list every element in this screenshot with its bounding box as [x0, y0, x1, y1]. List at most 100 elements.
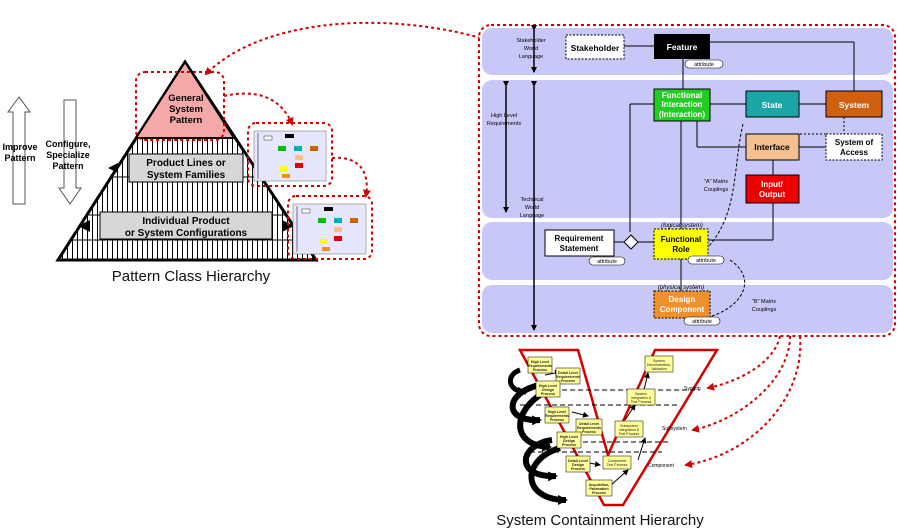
v-right-process-3: Subsystem Integration & Test Process — [614, 420, 644, 438]
v-right-process-2: System Integration & Test Process — [626, 388, 656, 406]
v-right-1-line-3: Validation — [651, 367, 667, 371]
v-left-1-line-3: Process — [533, 368, 547, 372]
system-pattern-panel: Stakeholder World Language High Level Re… — [478, 24, 896, 337]
v-left-5-line-3: Process — [582, 430, 596, 434]
v-left-3-line-1: High Level — [539, 384, 557, 388]
high-level-req-line-1: High Level — [491, 113, 517, 119]
stakeholder-world-line-3: Language — [519, 54, 543, 60]
a-matrix-line-2: Couplings — [704, 187, 729, 193]
level-component: Component — [648, 463, 674, 469]
v-left-6-line-1: High Level — [560, 435, 578, 439]
interface-label: Interface — [754, 142, 790, 152]
feature-attribute-tag: attribute — [684, 59, 724, 69]
design-component-line-2: Component — [660, 305, 705, 314]
feature-box: Feature — [654, 34, 710, 59]
functional-role-attribute-label: attribute — [696, 258, 716, 264]
design-component-attribute-tag: attribute — [683, 316, 721, 326]
v-left-8-line-2: Fabrication — [589, 487, 608, 491]
state-label: State — [762, 100, 783, 110]
system-containment-hierarchy: System Subsystem Component High Level Re… — [496, 348, 720, 529]
configure-line-1: Configure, — [46, 139, 91, 149]
functional-interaction-line-1: Functional — [662, 91, 702, 100]
requirement-statement-line-2: Statement — [560, 244, 599, 253]
v-left-5-line-1: Detail Level — [579, 422, 599, 426]
state-box: State — [745, 90, 800, 118]
functional-role-attribute-tag: attribute — [687, 255, 725, 265]
system-label: System — [839, 100, 870, 110]
high-level-req-line-2: Requirements — [487, 121, 521, 127]
system-of-access-line-2: Access — [840, 148, 869, 157]
product-lines-box — [128, 153, 244, 183]
stakeholder-world-line-2: World — [524, 46, 538, 52]
input-output-box: Input/ Output — [745, 174, 800, 204]
apex-to-thumb1-arrow — [223, 92, 294, 126]
technical-world-line-2: World — [525, 205, 539, 211]
apex-line-2: System — [169, 104, 203, 115]
technical-world-line-1: Technical — [521, 197, 544, 203]
thumb1-to-thumb2-arrow — [331, 156, 371, 198]
configure-arrow-icon — [58, 99, 82, 205]
a-matrix-line-1: "A" Matrix — [704, 179, 728, 185]
v-left-2-line-2: Requirements — [556, 375, 580, 379]
improve-line-1: Improve — [2, 142, 37, 152]
pattern-thumbnail-2 — [287, 195, 373, 260]
v-right-1-line-1: System — [653, 359, 665, 363]
system-box: System — [825, 90, 883, 118]
technical-world-line-3: Language — [520, 213, 544, 219]
v-left-1-line-1: High Level — [531, 360, 549, 364]
product-lines-line-1: Product Lines or — [146, 158, 226, 169]
feature-attribute-label: attribute — [694, 62, 714, 68]
v-right-process-1: System Demonstration, Validation — [644, 355, 674, 373]
level-system: System — [684, 386, 701, 392]
v-left-2-line-3: Process — [561, 379, 575, 383]
apex-line-3: Pattern — [170, 115, 203, 126]
logical-system-label: (logical system) — [661, 223, 703, 229]
v-left-6-line-3: Process — [562, 443, 576, 447]
v-left-8-line-1: Acquisition, — [589, 483, 610, 487]
v-right-1-line-2: Demonstration, — [647, 363, 671, 367]
input-output-line-1: Input/ — [761, 180, 784, 189]
v-left-4-line-1: High Level — [548, 410, 566, 414]
interface-box: Interface — [745, 133, 800, 161]
requirement-statement-line-1: Requirement — [555, 234, 604, 243]
v-left-process-2: Detail Level Requirements Process — [555, 367, 581, 385]
v-left-8-line-3: Process — [592, 491, 606, 495]
b-matrix-line-1: "B" Matrix — [752, 299, 776, 305]
b-matrix-line-2: Couplings — [752, 307, 777, 313]
v-right-2-line-2: Integration & — [631, 396, 652, 400]
v-right-process-4: Component Test Process — [602, 455, 632, 470]
v-left-process-5: Detail Level Requirements Process — [575, 418, 603, 436]
panel-to-subsystem-arrow — [691, 335, 791, 433]
v-left-2-line-1: Detail Level — [558, 371, 578, 375]
pattern-class-hierarchy: General System Pattern Product Lines or … — [2, 59, 319, 285]
v-left-process-4: High Level Requirements Process — [544, 406, 570, 424]
v-left-3-line-2: Design — [542, 388, 554, 392]
stakeholder-world-line-1: Stakeholder — [516, 38, 546, 44]
apex-line-1: General — [168, 93, 203, 104]
functional-role-line-1: Functional — [661, 235, 701, 244]
system-of-access-line-1: System of — [835, 138, 874, 147]
v-left-1-line-2: Requirements — [528, 364, 552, 368]
v-left-5-line-2: Requirements — [577, 426, 601, 430]
improve-arrow-icon — [7, 96, 31, 205]
v-right-2-line-1: System — [635, 392, 647, 396]
v-shape — [517, 348, 720, 507]
v-right-3-line-2: Integration & — [619, 428, 640, 432]
v-right-4-line-1: Component — [608, 459, 627, 463]
level-subsystem: Subsystem — [662, 426, 687, 432]
v-left-4-line-3: Process — [550, 418, 564, 422]
diamond-connector — [623, 234, 639, 250]
design-component-line-1: Design — [669, 295, 696, 304]
configure-line-3: Pattern — [52, 161, 83, 171]
v-left-3-line-3: Process — [541, 392, 555, 396]
physical-system-label: (physical system) — [658, 285, 704, 291]
functional-role-line-2: Role — [672, 245, 690, 254]
requirement-attribute-label: attribute — [597, 259, 617, 265]
design-component-box: Design Component — [653, 290, 711, 319]
v-right-3-line-1: Subsystem — [620, 424, 638, 428]
stakeholder-label: Stakeholder — [571, 43, 620, 53]
v-left-7-line-3: Process — [571, 467, 585, 471]
product-lines-line-2: System Families — [147, 170, 226, 181]
panel-to-apex-arrow — [204, 21, 482, 76]
